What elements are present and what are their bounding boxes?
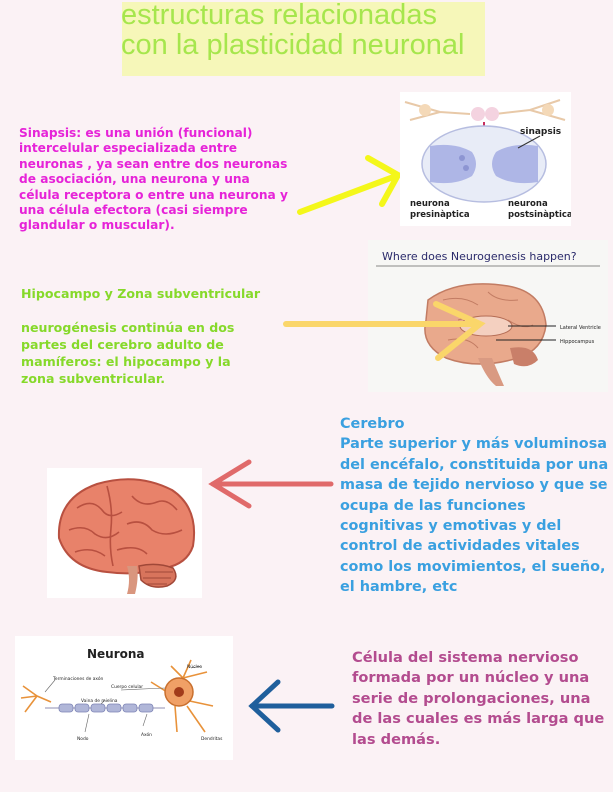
title-line-1: estructuras relacionadas: [121, 0, 437, 31]
brain-image: [47, 468, 202, 598]
node-label: Nodo: [77, 736, 89, 742]
neurogenesis-image: Where does Neurogenesis happen? Lateral …: [368, 240, 608, 392]
page-title: estructuras relacionadas con la plastici…: [121, 0, 501, 60]
axon-label: Axón: [141, 731, 152, 738]
brain-illustration: [57, 478, 196, 594]
sinapsis-description: Sinapsis: es una unión (funcional) inter…: [19, 126, 288, 233]
title-line-2: con la plasticidad neuronal: [121, 29, 465, 61]
neuron-image: Neurona Núcleo Terminaciones de axón Cue…: [15, 636, 233, 760]
red-arrow-cerebro: [208, 459, 334, 509]
presynaptic-label-2: presinàptica: [410, 210, 470, 220]
postsynaptic-label-2: postsinàptica: [508, 210, 571, 220]
hippocampus-label: Hippocampus: [560, 339, 595, 345]
neuron-diagram: Neurona Núcleo Terminaciones de axón Cue…: [20, 647, 223, 742]
myelin-sheath-label: Vaina de mielina: [81, 698, 118, 704]
neuron-title: Neurona: [87, 647, 145, 661]
nucleus-label: Núcleo: [187, 663, 202, 670]
dendrites-label: Dendritas: [201, 736, 223, 742]
synapse-diagram: sinapsis neurona presinàptica neurona po…: [404, 99, 573, 220]
hipocampo-description: Hipocampo y Zona subventricular neurogén…: [21, 285, 266, 387]
cerebro-description: Cerebro Parte superior y más voluminosa …: [340, 414, 612, 598]
gold-arrow-hipocampo: [283, 301, 486, 361]
blue-arrow-neurona: [248, 679, 335, 733]
cerebro-heading: Cerebro: [340, 416, 405, 432]
neurogenesis-title: Where does Neurogenesis happen?: [382, 250, 577, 263]
hipocampo-body: neurogénesis continúa en dos partes del …: [21, 320, 235, 386]
synapse-image: sinapsis neurona presinàptica neurona po…: [400, 92, 573, 226]
yellow-arrow-sinapsis: [297, 155, 403, 215]
lateral-ventricle-label: Lateral Ventricle: [560, 325, 601, 331]
cell-body-label: Cuerpo celular: [111, 684, 143, 690]
hipocampo-heading: Hipocampo y Zona subventricular: [21, 286, 261, 301]
cerebro-body: Parte superior y más voluminosa del encé…: [340, 436, 609, 596]
presynaptic-label-1: neurona: [410, 199, 450, 209]
sinapsis-label: sinapsis: [520, 127, 561, 137]
title-background: [122, 2, 485, 76]
axon-terminals-label: Terminaciones de axón: [52, 675, 104, 682]
neurona-description: Célula del sistema nervioso formada por …: [352, 649, 605, 748]
postsynaptic-label-1: neurona: [508, 199, 548, 209]
